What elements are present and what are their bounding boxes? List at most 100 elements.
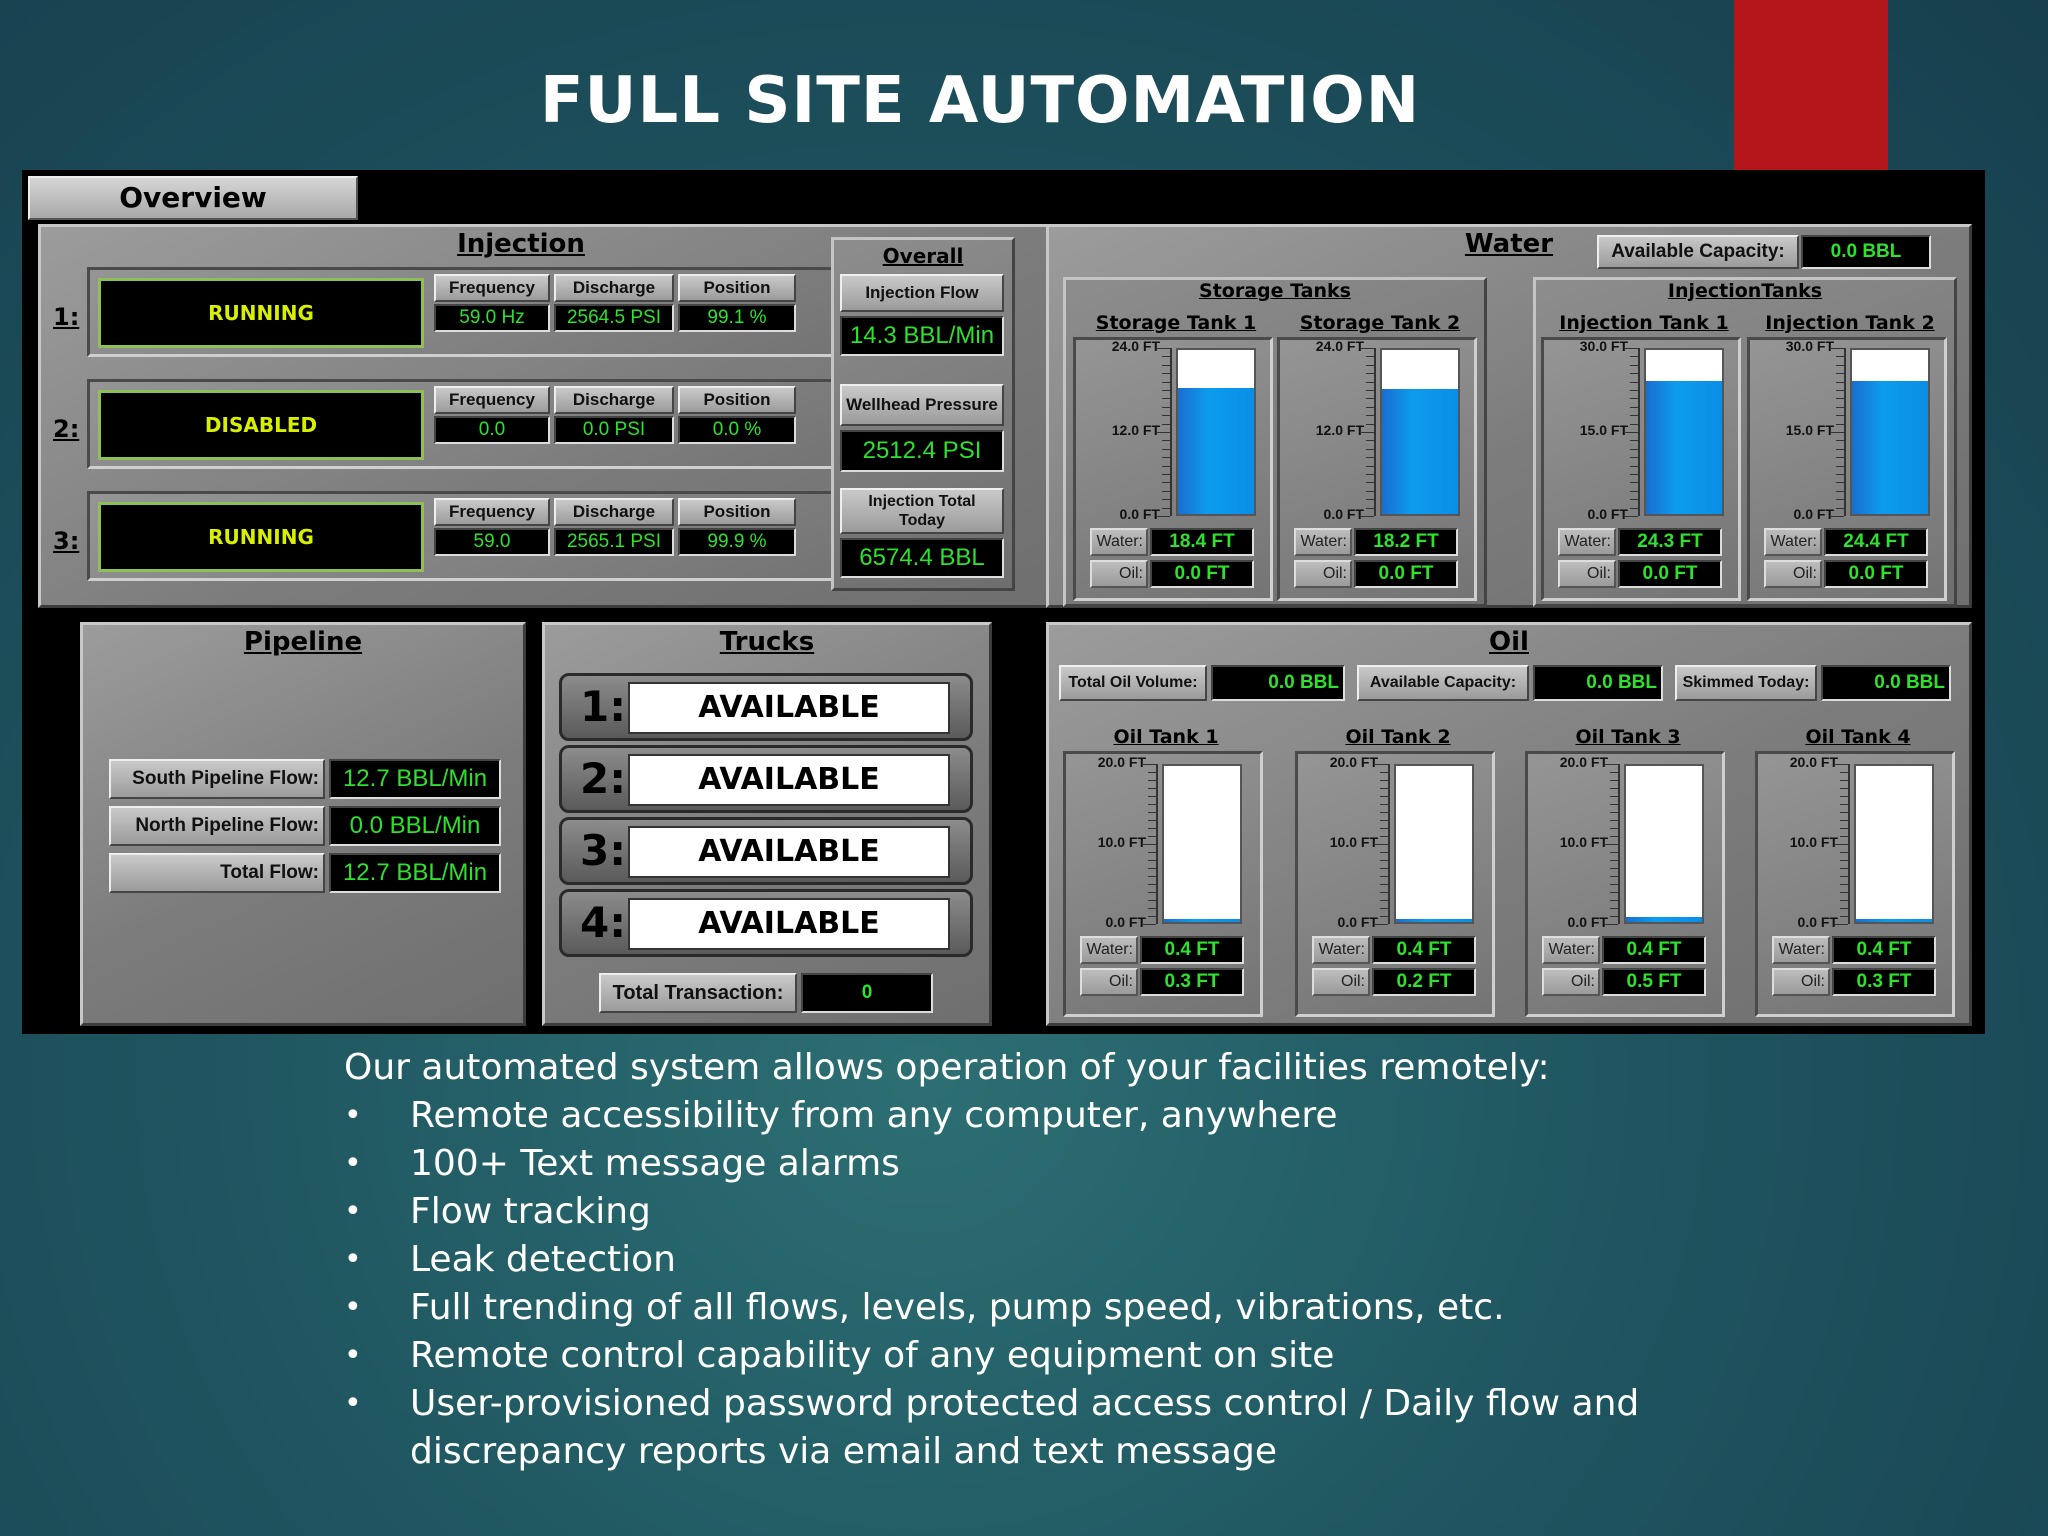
tank-max-label: 20.0 FT (1559, 754, 1608, 770)
feature-bullet-text: Flow tracking (410, 1191, 651, 1232)
water-level-value: 24.4 FT (1824, 528, 1928, 556)
position-value: 99.9 % (678, 528, 796, 556)
tank-scale (1156, 348, 1172, 517)
bullet-list: •Remote accessibility from any computer,… (344, 1092, 1644, 1476)
pump-status[interactable]: RUNNING (98, 502, 424, 572)
feature-bullet-text: Remote control capability of any equipme… (410, 1335, 1335, 1376)
feature-bullet: •Remote accessibility from any computer,… (344, 1092, 1644, 1140)
water-level-label: Water: (1764, 528, 1822, 556)
tank-unit: Injection Tank 2 30.0 FT 15.0 FT 0.0 FT Wate… (1747, 312, 1947, 601)
water-level-value: 0.4 FT (1140, 936, 1244, 964)
bullet-dot: • (344, 1386, 362, 1421)
truck-bay[interactable]: 2:AVAILABLE (559, 745, 973, 813)
tank-level (1176, 348, 1256, 516)
overall-panel: Overall Injection Flow 14.3 BBL/Min Well… (831, 237, 1015, 591)
tank-mid-label: 10.0 FT (1789, 834, 1838, 850)
water-level-value: 18.2 FT (1354, 528, 1458, 556)
oil-level-value: 0.3 FT (1140, 968, 1244, 996)
tab-overview[interactable]: Overview (28, 176, 358, 220)
tank-fill (1626, 917, 1702, 922)
truck-bay-status[interactable]: AVAILABLE (628, 682, 950, 734)
feature-bullet: •Full trending of all flows, levels, pum… (344, 1284, 1644, 1332)
tank-mid-label: 15.0 FT (1579, 422, 1628, 438)
pipeline-title: Pipeline (243, 627, 363, 657)
injection-total-label: Injection Total Today (840, 488, 1004, 534)
water-level-label: Water: (1090, 528, 1148, 556)
tank-name: Injection Tank 2 (1765, 312, 1935, 334)
frequency-label: Frequency (434, 498, 550, 526)
tank-mid-label: 15.0 FT (1785, 422, 1834, 438)
injection-total-label-line1: Injection Total (868, 493, 976, 510)
water-level-value: 18.4 FT (1150, 528, 1254, 556)
tank-fill (1646, 381, 1722, 514)
feature-bullet-text: Leak detection (410, 1239, 676, 1280)
water-level-label: Water: (1080, 936, 1138, 964)
bullet-dot: • (344, 1146, 362, 1181)
truck-bay-status[interactable]: AVAILABLE (628, 898, 950, 950)
tank-max-label: 30.0 FT (1785, 338, 1834, 354)
tank-level (1162, 764, 1242, 924)
bullet-dot: • (344, 1290, 362, 1325)
skimmed-today-label: Skimmed Today: (1675, 665, 1817, 701)
truck-bay[interactable]: 1:AVAILABLE (559, 673, 973, 741)
pump-status[interactable]: DISABLED (98, 390, 424, 460)
frequency-value: 0.0 (434, 416, 550, 444)
tank-scale (1830, 348, 1846, 517)
water-level-value: 0.4 FT (1602, 936, 1706, 964)
position-label: Position (678, 386, 796, 414)
water-level-value: 24.3 FT (1618, 528, 1722, 556)
water-title: Water (1464, 229, 1554, 259)
tank-scale (1360, 348, 1376, 517)
feature-bullet: • Remote control capability of any equipm… (344, 1332, 1644, 1380)
tank-fill (1178, 387, 1254, 514)
bullet-dot: • (344, 1338, 362, 1373)
position-label: Position (678, 498, 796, 526)
pipeline-flow-label: North Pipeline Flow: (109, 806, 325, 846)
oil-level-label: Oil: (1558, 560, 1616, 588)
water-level-label: Water: (1312, 936, 1370, 964)
truck-bay-status[interactable]: AVAILABLE (628, 826, 950, 878)
tank-min-label: 0.0 FT (1567, 914, 1608, 930)
oil-level-value: 0.5 FT (1602, 968, 1706, 996)
tank-level (1624, 764, 1704, 924)
tank-max-label: 20.0 FT (1329, 754, 1378, 770)
slide-title: FULL SITE AUTOMATION (539, 64, 1421, 138)
tank-level (1850, 348, 1930, 516)
pump-status[interactable]: RUNNING (98, 278, 424, 348)
total-transaction-label: Total Transaction: (599, 973, 797, 1013)
truck-bay[interactable]: 4:AVAILABLE (559, 889, 973, 957)
water-panel: Water Available Capacity: 0.0 BBL Storag… (1046, 224, 1972, 608)
truck-bay-status[interactable]: AVAILABLE (628, 754, 950, 806)
pipeline-flow-value: 0.0 BBL/Min (329, 806, 501, 846)
tank-max-label: 20.0 FT (1097, 754, 1146, 770)
tank-fill (1396, 918, 1472, 922)
tank-mid-label: 12.0 FT (1315, 422, 1364, 438)
discharge-value: 0.0 PSI (554, 416, 674, 444)
tank-min-label: 0.0 FT (1793, 506, 1834, 522)
injection-flow-value: 14.3 BBL/Min (840, 316, 1004, 356)
discharge-value: 2565.1 PSI (554, 528, 674, 556)
position-value: 0.0 % (678, 416, 796, 444)
truck-bay-number: 3: (580, 826, 627, 875)
tank-min-label: 0.0 FT (1105, 914, 1146, 930)
discharge-label: Discharge (554, 274, 674, 302)
oil-level-label: Oil: (1764, 560, 1822, 588)
tank-fill (1852, 381, 1928, 514)
oil-level-value: 0.0 FT (1150, 560, 1254, 588)
pipeline-flow-label: Total Flow: (109, 853, 325, 893)
tank-name: Oil Tank 1 (1113, 726, 1219, 748)
tank-max-label: 20.0 FT (1789, 754, 1838, 770)
truck-bay-number: 2: (580, 754, 627, 803)
total-transaction-value: 0 (801, 973, 933, 1013)
injection-row-number: 2: (53, 415, 80, 443)
truck-bay[interactable]: 3:AVAILABLE (559, 817, 973, 885)
